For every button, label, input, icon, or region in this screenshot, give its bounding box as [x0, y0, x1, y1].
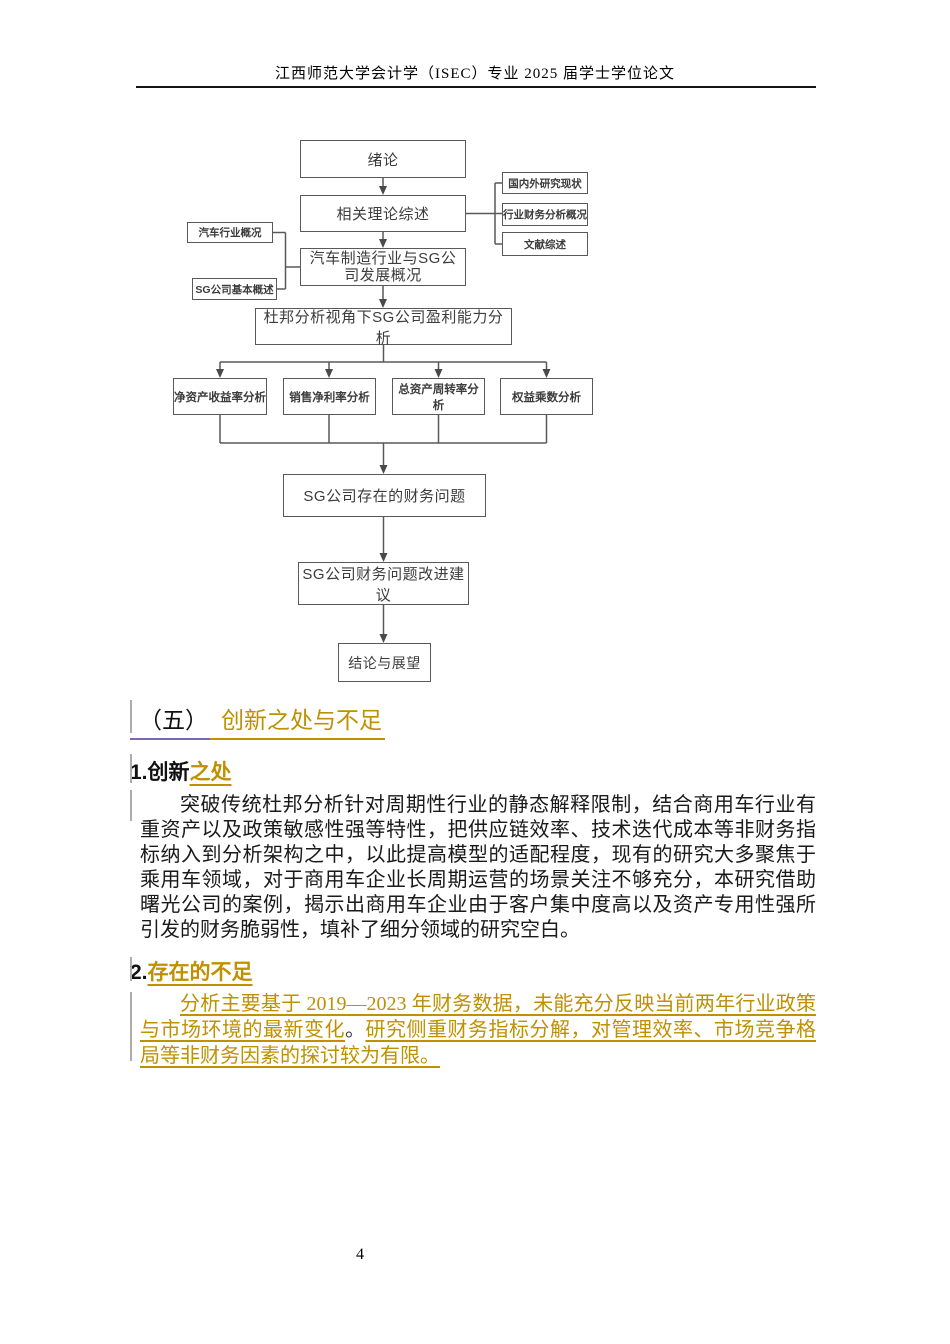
flow-node-research-status: 国内外研究现状	[502, 172, 588, 194]
section-heading: （五）创新之处与不足	[130, 701, 385, 740]
subheading-shortcomings-black: 2.	[130, 961, 148, 984]
flowchart-connectors	[216, 178, 551, 643]
subheading-innovation: 1.创新之处	[130, 756, 232, 786]
flow-node-improvement-suggestions: SG公司财务问题改进建议	[298, 562, 469, 605]
subheading-shortcomings-gold: 存在的不足	[147, 961, 253, 984]
flow-node-net-profit-margin: 销售净利率分析	[283, 378, 376, 415]
flow-node-industry-financial-overview: 行业财务分析概况	[502, 203, 588, 226]
flow-node-total-asset-turnover: 总资产周转率分析	[392, 378, 485, 415]
paragraph-shortcomings: 分析主要基于 2019—2023 年财务数据，未能充分反映当前两年行业政策与市场…	[140, 991, 816, 1069]
shortcomings-separator: 。	[345, 1019, 366, 1041]
flow-node-roe: 净资产收益率分析	[173, 378, 267, 415]
flow-node-industry-overview: 汽车制造行业与SG公司发展概况	[300, 248, 466, 286]
section-number: （五）	[130, 701, 210, 740]
header-rule	[136, 86, 816, 88]
flow-node-intro: 绪论	[300, 140, 466, 178]
page-header-title: 江西师范大学会计学（ISEC）专业 2025 届学士学位论文	[274, 66, 675, 82]
flow-node-conclusion-outlook: 结论与展望	[338, 643, 431, 682]
section-title: 创新之处与不足	[210, 701, 385, 740]
subheading-innovation-gold: 之处	[189, 761, 232, 784]
flow-node-sg-company-profile: SG公司基本概述	[192, 278, 277, 300]
flow-node-financial-problems: SG公司存在的财务问题	[283, 474, 486, 517]
change-bar	[130, 700, 132, 733]
flow-node-theory-review: 相关理论综述	[300, 195, 466, 232]
shortcomings-text-1: 分析主要基于 2019—2023 年财务数据，未能充分反映当前两年行业政策与市场…	[140, 993, 816, 1041]
paragraph-innovation: 突破传统杜邦分析针对周期性行业的静态解释限制，结合商用车行业有重资产以及政策敏感…	[140, 794, 816, 941]
flow-node-equity-multiplier: 权益乘数分析	[500, 378, 593, 415]
page-number: 4	[356, 1246, 364, 1263]
flow-node-literature-review: 文献综述	[502, 232, 588, 256]
change-bar	[130, 957, 132, 981]
subheading-innovation-black: 1.创新	[130, 761, 190, 784]
flow-node-auto-industry-overview: 汽车行业概况	[187, 222, 273, 243]
subheading-shortcomings: 2.存在的不足	[130, 956, 253, 986]
change-bar	[130, 790, 132, 821]
change-bar	[130, 992, 132, 1061]
shortcomings-text-2: 研究侧重财务指标分解，对管理效率、市场竞争格局等非财务因素的探讨较为有限。	[140, 1019, 816, 1067]
flow-node-dupont-analysis: 杜邦分析视角下SG公司盈利能力分析	[255, 308, 512, 347]
change-bar	[130, 754, 132, 783]
